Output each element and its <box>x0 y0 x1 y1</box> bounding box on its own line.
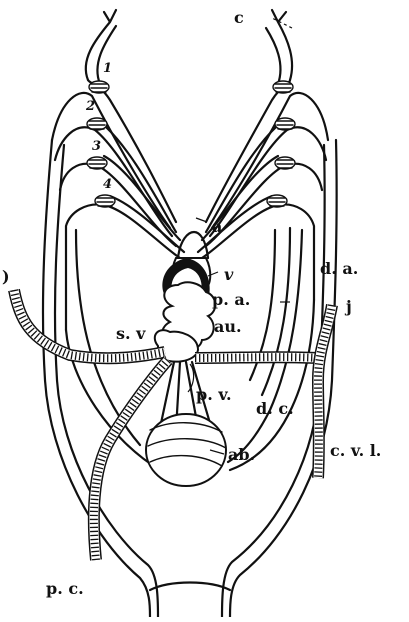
label-d-c: d. c. <box>256 399 294 418</box>
arch-number-3: 3 <box>92 139 101 154</box>
label-ab: ab. <box>228 445 255 464</box>
label-p-c: p. c. <box>46 579 84 598</box>
arch-number-4: 4 <box>103 177 112 192</box>
label-j: j <box>344 297 352 316</box>
label-v: v <box>224 265 234 284</box>
label-left-edge: ) <box>2 267 10 286</box>
arch-number-1: 1 <box>103 61 112 76</box>
label-d-a: d. a. <box>320 259 358 278</box>
label-au: au. <box>214 317 242 336</box>
label-s-v: s. v <box>116 324 146 343</box>
carotid-branches <box>86 10 292 84</box>
heart <box>155 232 215 362</box>
arch-number-2: 2 <box>85 99 95 114</box>
label-c-v-l: c. v. l. <box>330 441 381 460</box>
label-a: a <box>212 217 222 236</box>
branchial-arches-right <box>198 80 328 300</box>
label-p-v: p. v. <box>196 385 232 404</box>
label-c: c <box>234 8 244 27</box>
label-p-a: p. a. <box>212 290 250 309</box>
